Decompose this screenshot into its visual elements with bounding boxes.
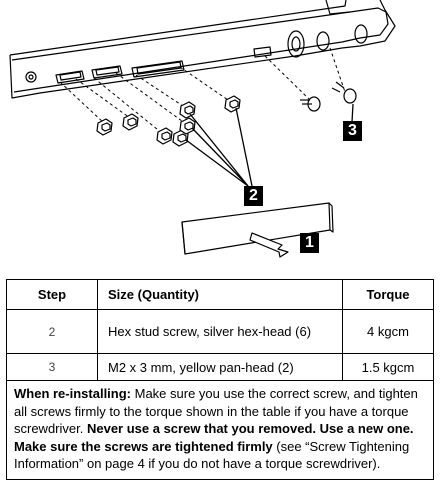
table-row: 2 Hex stud screw, silver hex-head (6) 4 …	[6, 309, 434, 354]
note-text: Make sure you use the correct screw, and…	[14, 386, 418, 436]
table-header-row: Step Size (Quantity) Torque	[6, 279, 434, 310]
chassis-hole-icon	[25, 71, 37, 83]
column-header: Torque	[342, 279, 434, 310]
note-lead: When re-installing:	[14, 386, 131, 401]
disassembly-illustration	[9, 0, 396, 258]
reinstall-note: When re-installing: Make sure you use th…	[6, 380, 434, 480]
round-connector-icon	[316, 31, 330, 51]
serial-port-icon	[55, 70, 85, 84]
callout-label: 3	[343, 121, 362, 141]
pan-head-screw-icon	[300, 96, 321, 112]
pan-head-screw-icon	[331, 81, 357, 104]
hex-stud-screw-icon	[122, 113, 139, 131]
callout-label: 2	[244, 186, 263, 206]
step-cell: 2	[6, 309, 98, 354]
step-cell: 3	[6, 353, 98, 381]
size-cell: Hex stud screw, silver hex-head (6)	[97, 309, 343, 354]
round-connector-icon	[287, 30, 305, 58]
table-row: 3 M2 x 3 mm, yellow pan-head (2) 1.5 kgc…	[6, 353, 434, 381]
small-connector-icon	[253, 46, 272, 58]
note-row: When re-installing: Make sure you use th…	[6, 380, 434, 480]
hex-stud-screw-icon	[224, 95, 241, 113]
torque-cell: 4 kgcm	[342, 309, 434, 354]
callout-label: 1	[300, 233, 319, 253]
hex-stud-screw-icon	[179, 101, 196, 119]
size-cell: M2 x 3 mm, yellow pan-head (2)	[97, 353, 343, 381]
hex-stud-screw-icon	[156, 127, 173, 145]
column-header: Step	[6, 279, 98, 310]
chassis-top-edge	[11, 7, 389, 93]
screw-spec-table: Step Size (Quantity) Torque 2 Hex stud s…	[6, 279, 434, 480]
round-connector-icon	[354, 24, 368, 44]
serial-port-icon	[91, 65, 123, 79]
hex-stud-screw-icon	[179, 117, 196, 135]
chassis-outline	[9, 0, 396, 99]
hex-stud-screw-icon	[96, 118, 113, 136]
removal-arrow-icon	[249, 232, 289, 258]
torque-cell: 1.5 kgcm	[342, 353, 434, 381]
chassis-corner	[325, 0, 351, 15]
column-header: Size (Quantity)	[97, 279, 343, 310]
note-warning: Never use a screw that you removed. Use …	[14, 421, 414, 454]
note-text: (see “Screw Tightening Information” on p…	[14, 438, 410, 472]
parallel-port-icon	[131, 60, 185, 78]
